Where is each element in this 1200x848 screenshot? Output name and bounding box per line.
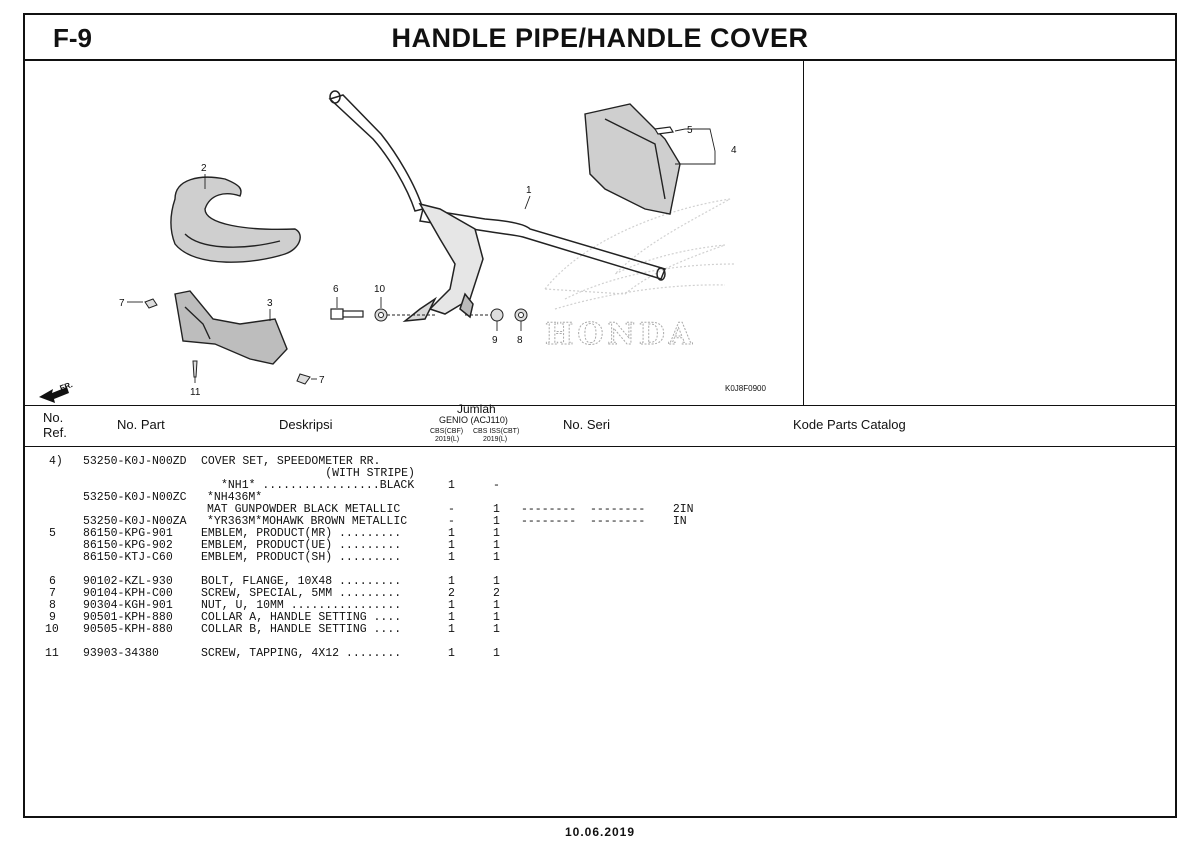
exploded-diagram: HONDA	[25, 59, 804, 405]
callout-10: 10	[374, 284, 386, 295]
page-header: F-9 HANDLE PIPE/HANDLE COVER	[25, 15, 1175, 61]
front-cover-part	[170, 176, 301, 263]
callout-labels: 1 2 3 4 5 6 7 7 8 9 10 11	[119, 125, 737, 398]
col-variant2-b: 2019(L)	[483, 436, 508, 443]
speedometer-rear-cover-part	[584, 103, 681, 215]
callout-7b: 7	[319, 375, 325, 386]
diagram-code: K0J8F0900	[725, 384, 766, 393]
col-no-part: No. Part	[117, 417, 165, 432]
honda-wing-watermark	[543, 198, 736, 310]
callout-8: 8	[517, 335, 523, 346]
callout-6: 6	[333, 284, 339, 295]
col-no-seri: No. Seri	[563, 417, 610, 432]
col-variant2-a: CBS ISS(CBT)	[473, 428, 520, 435]
col-variant1-b: 2019(L)	[435, 436, 460, 443]
callout-2: 2	[201, 163, 207, 174]
lower-cover-part	[174, 290, 288, 365]
notes-panel	[804, 59, 1175, 405]
table-header: No. Ref. No. Part Deskripsi Jumlah GENIO…	[25, 402, 1175, 447]
callout-5: 5	[687, 125, 693, 136]
page-code: F-9	[53, 23, 92, 53]
screw-11-part	[192, 360, 198, 378]
col-no-ref-2: Ref.	[43, 425, 67, 440]
parts-illustration: HONDA	[39, 90, 737, 403]
col-no-ref-1: No.	[43, 410, 64, 425]
callout-7a: 7	[119, 298, 125, 309]
col-variant1-a: CBS(CBF)	[430, 428, 464, 435]
emblem-part	[654, 126, 674, 135]
table-row: (WITH STRIPE)	[201, 467, 415, 480]
honda-watermark-text: HONDA	[545, 317, 696, 352]
page-title: HANDLE PIPE/HANDLE COVER	[391, 23, 809, 53]
callout-9: 9	[492, 335, 498, 346]
callout-11: 11	[190, 387, 201, 398]
catalog-sheet: F-9 HANDLE PIPE/HANDLE COVER HONDA	[23, 13, 1177, 818]
screw-7-upper-part	[144, 298, 158, 309]
front-direction-arrow-icon: FR.	[39, 380, 74, 403]
col-deskripsi: Deskripsi	[279, 417, 333, 432]
col-kode: Kode Parts Catalog	[793, 417, 906, 432]
col-jumlah: Jumlah	[457, 402, 496, 416]
table-row: MAT GUNPOWDER BLACK METALLIC-1-------- -…	[207, 503, 694, 516]
col-model: GENIO (ACJ110)	[439, 415, 508, 425]
callout-1: 1	[526, 185, 532, 196]
screw-7-lower-part	[296, 373, 311, 385]
handle-pipe-part	[328, 90, 667, 322]
table-row: 53250-K0J-N00ZA*YR363M*MOHAWK BROWN META…	[83, 515, 687, 528]
fr-label: FR.	[59, 380, 74, 393]
table-row: 53250-K0J-N00ZC*NH436M*	[83, 491, 263, 504]
collar-a-part	[490, 308, 504, 322]
callout-3: 3	[267, 298, 273, 309]
bolt-part	[330, 308, 364, 320]
footer-date: 10.06.2019	[564, 825, 636, 839]
leader-lines	[127, 128, 716, 383]
callout-4: 4	[731, 145, 737, 156]
